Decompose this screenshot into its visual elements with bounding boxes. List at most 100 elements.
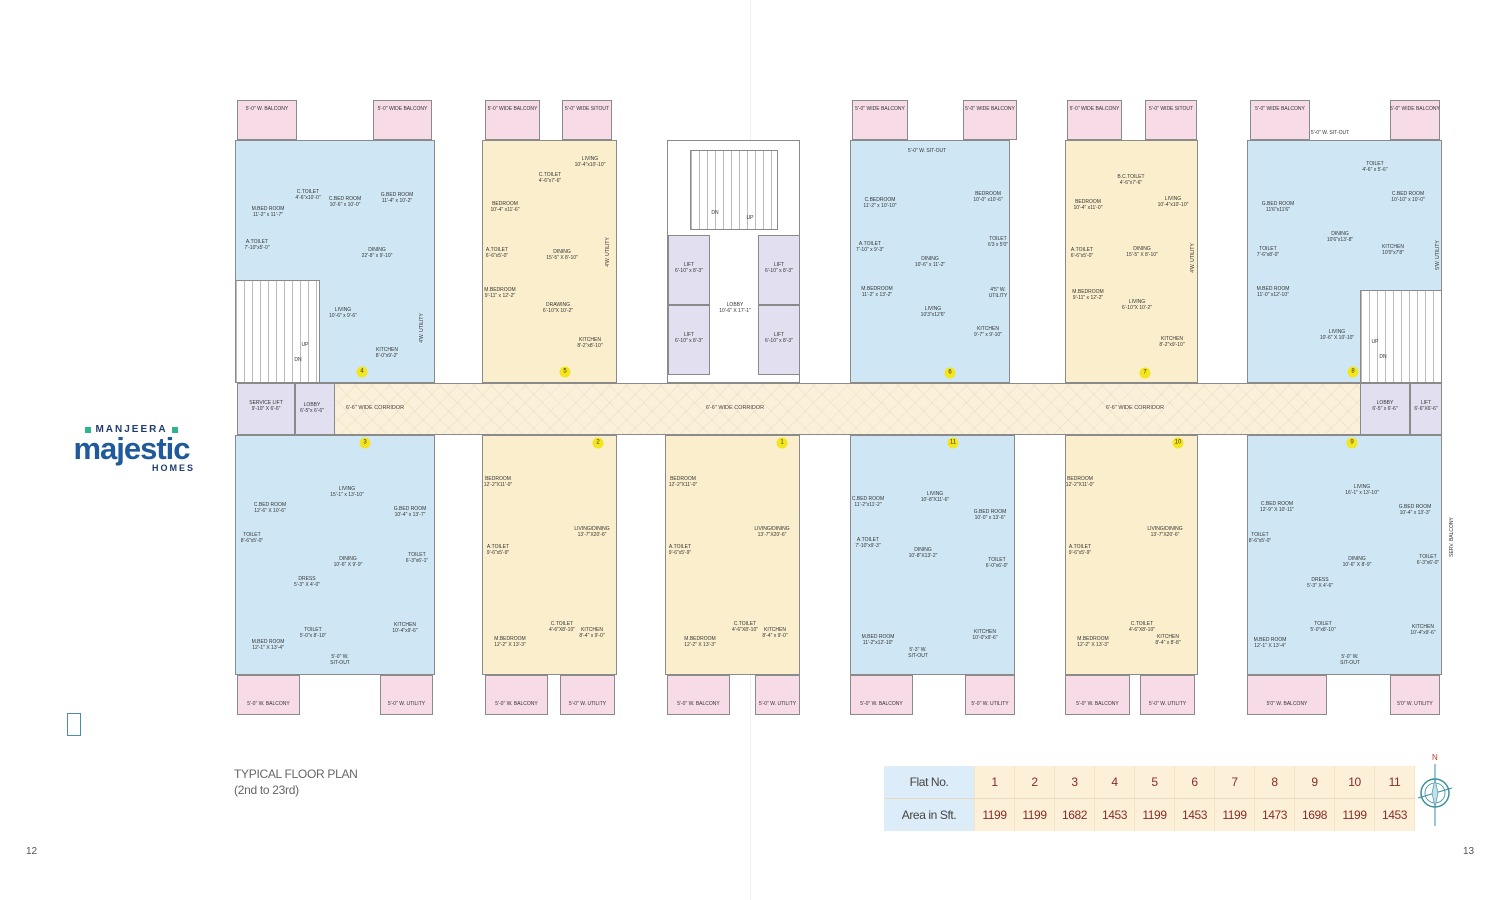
right-lift — [1410, 383, 1442, 435]
room-label: 5'-0" W. SIT-OUT — [1311, 130, 1349, 136]
room-name: DINING — [921, 256, 939, 262]
room-name: DINING — [1331, 231, 1349, 237]
room-size: 10'-6" X 9'-9" — [333, 562, 363, 568]
room-size: 10'-4" x 13'-7" — [394, 512, 426, 518]
room-name: G.BED ROOM — [1398, 504, 1432, 510]
room-size: 12'-2" X 13'-3" — [1077, 642, 1109, 648]
room-size: 6'-6"x5'-0" — [485, 253, 509, 259]
room-size: 12'-1" X 13'-4" — [1254, 643, 1286, 649]
plan-title-line2: (2nd to 23rd) — [234, 783, 299, 797]
area-cell: 1453 — [1174, 798, 1215, 831]
room-name: A.TOILET — [856, 537, 880, 543]
area-cell: 1199 — [1214, 798, 1255, 831]
flat-unit-5 — [482, 140, 617, 383]
room-name: LIVING — [1164, 196, 1182, 202]
room-size: 6'-5"x 6'-6" — [300, 408, 324, 414]
room-label: 5'-0" W. SIT-OUT — [908, 148, 946, 154]
balcony — [1247, 675, 1327, 715]
room-size: 8'-6"x5'-0" — [1248, 538, 1272, 544]
area-cell: 1199 — [1134, 798, 1175, 831]
room-size: 10'-4" x11'-0" — [1073, 205, 1103, 211]
balcony — [237, 675, 300, 715]
balcony-label: 5'-0" W. UTILITY — [758, 701, 797, 707]
balcony-label: 5'-0" WIDE BALCONY — [855, 106, 905, 112]
area-cell: 1473 — [1254, 798, 1295, 831]
balcony — [1250, 100, 1310, 140]
flat-number-cell: 10 — [1334, 766, 1375, 799]
room-size: 4'-6"x7'-6" — [538, 178, 562, 184]
balcony-label: 5'-0" W. UTILITY — [1148, 701, 1187, 707]
room-name: LIVING — [334, 307, 352, 313]
balcony — [1390, 100, 1440, 140]
room-name: BEDROOM — [485, 476, 511, 482]
flat-number-cell: 3 — [1054, 766, 1095, 799]
area-cell: 1453 — [1094, 798, 1135, 831]
area-cell: 1682 — [1054, 798, 1095, 831]
right-lobby — [1360, 383, 1410, 435]
room-name: 4'W. UTILITY — [419, 313, 425, 343]
room-size: 6'-6"x5'-0" — [1070, 253, 1094, 259]
plan-title: TYPICAL FLOOR PLAN (2nd to 23rd) — [234, 766, 358, 798]
room-name: BEDROOM — [1067, 476, 1093, 482]
room-size: 6'-10" x 8'-3" — [765, 338, 793, 344]
room-size: 10'6"x13'-8" — [1326, 237, 1354, 243]
room-name: TOILET — [1366, 161, 1384, 167]
balcony — [1140, 675, 1195, 715]
room-size: 10'-6" X 10'-10" — [1319, 335, 1355, 341]
area-cell: 1698 — [1294, 798, 1335, 831]
room-name: M.BEDROOM — [1072, 289, 1104, 295]
flat-number-badge: 4 — [356, 366, 368, 378]
room-name: TOILET — [408, 552, 426, 558]
service-lift — [237, 383, 295, 435]
flat-unit-3 — [235, 435, 435, 675]
room-size: 11'-0" x12'-10" — [1257, 292, 1289, 298]
room-label: 5'-0" W.SIT-OUT — [330, 654, 350, 666]
room-name: SERV. BALCONY — [1449, 517, 1455, 557]
room-size: 7'-6"x8'-0" — [1256, 252, 1280, 258]
lift — [668, 235, 710, 305]
flat-number-badge: 10 — [1172, 437, 1184, 449]
room-name: LIFT — [1420, 400, 1432, 406]
room-name: LOBBY — [303, 402, 321, 408]
right-stair-dn: DN — [1379, 354, 1387, 360]
balcony-label: 5'-0" W. UTILITY — [971, 701, 1009, 707]
flat-unit-2 — [482, 435, 617, 675]
room-name: BEDROOM — [670, 476, 696, 482]
service-lobby — [295, 383, 335, 435]
room-name: KITCHEN — [581, 627, 603, 633]
area-cell: 1199 — [974, 798, 1015, 831]
room-size: 6'-10" x 8'-3" — [675, 338, 703, 344]
room-name: C.TOILET — [550, 621, 574, 627]
room-size: 11'-4" x 10'-2" — [381, 198, 413, 204]
room-name: BEDROOM — [1075, 199, 1101, 205]
balcony-label: 5'-0" W. BALCONY — [247, 701, 290, 707]
room-size: 6'-10" x 8'-3" — [765, 268, 793, 274]
room-name: C.BEDROOM — [864, 197, 896, 203]
logo-top-text: MANJEERA — [95, 424, 168, 435]
flat-number-badge: 8 — [1347, 366, 1359, 378]
flat-number-badge: 3 — [359, 437, 371, 449]
room-name: M.BED ROOM — [1253, 637, 1287, 643]
